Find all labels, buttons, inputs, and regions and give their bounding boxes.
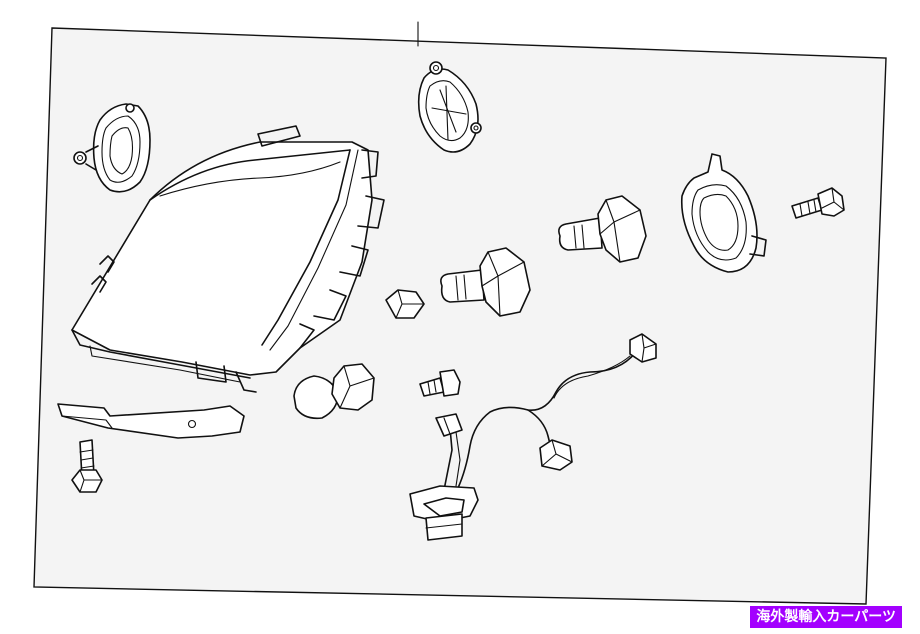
- mounting-bracket: [57, 403, 245, 439]
- headlamp-assembly: [71, 125, 385, 393]
- top-socket-gasket: [417, 61, 482, 153]
- bolt-left: [71, 439, 103, 493]
- watermark-label: 海外製輸入カーパーツ: [750, 606, 902, 628]
- dust-caps: [293, 363, 375, 420]
- left-socket-gasket: [73, 103, 151, 193]
- wedge-bulb: [385, 289, 425, 319]
- bolt-right: [791, 187, 845, 219]
- bulb-middle: [440, 247, 531, 317]
- small-socket-bulb: [419, 369, 461, 397]
- right-socket-gasket: [680, 153, 767, 273]
- wiring-harness: [409, 333, 657, 541]
- bulb-upper: [558, 195, 647, 263]
